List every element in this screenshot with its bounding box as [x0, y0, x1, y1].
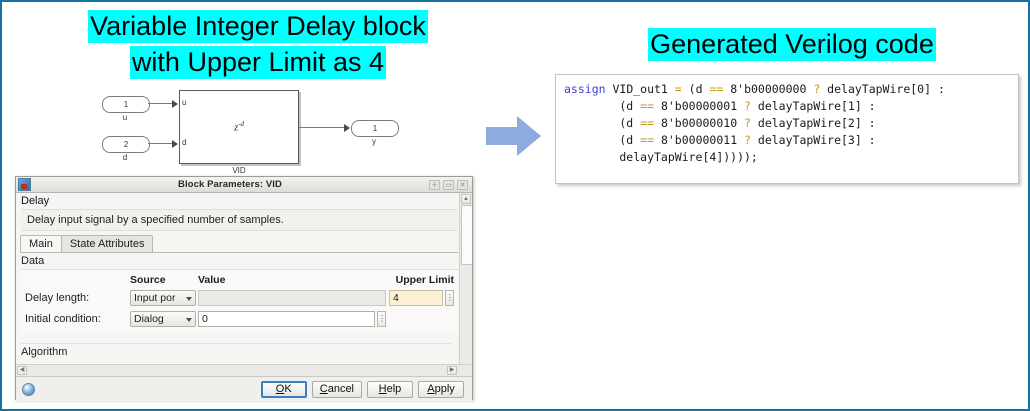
- column-header-source: Source: [130, 273, 166, 286]
- dialog-description: Delay input signal by a specified number…: [21, 209, 458, 231]
- vid-block[interactable]: z-d: [179, 90, 299, 164]
- inport-2-caption: d: [122, 153, 128, 162]
- left-heading-line1: Variable Integer Delay block: [88, 10, 428, 43]
- inport-1[interactable]: 1: [102, 96, 150, 113]
- initial-condition-source-select[interactable]: Dialog: [130, 311, 196, 327]
- dialog-section-title: Delay: [16, 193, 472, 208]
- dialog-horizontal-scrollbar[interactable]: ◀ ▶: [16, 364, 472, 376]
- dialog-title: Block Parameters: VID: [177, 179, 282, 190]
- tab-main[interactable]: Main: [20, 235, 62, 252]
- ok-button[interactable]: OK: [260, 380, 307, 398]
- vid-port-d-label: d: [182, 138, 187, 147]
- row-initial-condition: Initial condition: Dialog 0 ⋮: [25, 309, 454, 329]
- delay-length-source-value: Input por: [134, 292, 176, 304]
- inport-2[interactable]: 2: [102, 136, 150, 153]
- delay-length-label: Delay length:: [25, 292, 90, 304]
- right-heading: Generated Verilog code: [602, 28, 982, 61]
- cancel-button-label: ancel: [327, 382, 354, 395]
- vid-port-u-label: u: [182, 98, 187, 107]
- vertical-scroll-thumb[interactable]: [461, 205, 472, 265]
- window-controls[interactable]: ＋ ▭ ✕: [429, 179, 468, 190]
- apply-button[interactable]: Apply: [418, 380, 464, 398]
- parameters-area: Source Value Upper Limit Delay length: I…: [21, 269, 458, 333]
- delay-length-value-input[interactable]: [198, 290, 386, 306]
- wire-d: [148, 143, 173, 144]
- help-button-label: elp: [386, 382, 402, 395]
- transition-arrow-icon: [486, 116, 541, 156]
- wire-y-arrowhead: [344, 124, 350, 132]
- dialog-tabbar[interactable]: Main State Attributes: [20, 234, 458, 253]
- left-heading: Variable Integer Delay block with Upper …: [38, 10, 478, 79]
- help-info-icon[interactable]: [22, 382, 35, 396]
- initial-condition-source-value: Dialog: [134, 313, 164, 325]
- column-header-upper-limit: Upper Limit: [395, 273, 454, 286]
- dialog-footer: OK Cancel Help Apply: [16, 377, 472, 401]
- scroll-up-icon[interactable]: ▲: [461, 194, 471, 204]
- apply-button-label: pply: [434, 382, 455, 395]
- tab-state-attributes[interactable]: State Attributes: [60, 235, 154, 252]
- scroll-left-icon[interactable]: ◀: [17, 366, 27, 375]
- delay-length-upper-limit-menu-icon[interactable]: ⋮: [445, 290, 454, 306]
- help-button-accel: H: [378, 382, 387, 395]
- outport-1-caption: y: [372, 137, 376, 146]
- verilog-code-panel: assign VID_out1 = (d == 8'b00000000 ? de…: [555, 74, 1019, 184]
- ok-button-label: K: [284, 382, 292, 395]
- dialog-body: Delay Delay input signal by a specified …: [16, 193, 472, 377]
- left-heading-line2: with Upper Limit as 4: [129, 46, 387, 79]
- delay-length-upper-limit-input[interactable]: 4: [389, 290, 443, 306]
- chevron-down-icon: [186, 297, 192, 301]
- wire-u-arrowhead: [172, 100, 178, 108]
- right-heading-text: Generated Verilog code: [648, 28, 936, 61]
- inport-1-caption: u: [122, 113, 128, 122]
- maximize-icon[interactable]: ＋: [429, 179, 440, 190]
- wire-u: [148, 103, 173, 104]
- dialog-titlebar[interactable]: Block Parameters: VID ＋ ▭ ✕: [16, 177, 472, 193]
- dialog-vertical-scrollbar[interactable]: ▲ ▼: [459, 193, 472, 376]
- column-headers: Source Value Upper Limit: [25, 272, 454, 287]
- row-delay-length: Delay length: Input por 4 ⋮: [25, 288, 454, 308]
- algorithm-section-label: Algorithm: [21, 343, 451, 360]
- initial-condition-menu-icon[interactable]: ⋮: [377, 311, 386, 327]
- simulink-block-diagram: 1 u 2 d z-d u d VID 1 y: [102, 88, 399, 180]
- simulink-block-icon: [18, 178, 31, 191]
- outport-1[interactable]: 1: [351, 120, 399, 137]
- close-icon[interactable]: ✕: [457, 179, 468, 190]
- chevron-down-icon: [186, 318, 192, 322]
- dialog-button-group: OK Cancel Help Apply: [260, 380, 464, 398]
- wire-y: [299, 127, 345, 128]
- block-parameters-dialog[interactable]: Block Parameters: VID ＋ ▭ ✕ Delay Delay …: [15, 176, 473, 401]
- wire-d-arrowhead: [172, 140, 178, 148]
- data-group-label: Data: [21, 255, 45, 267]
- restore-icon[interactable]: ▭: [443, 179, 454, 190]
- cancel-button-accel: C: [319, 382, 328, 395]
- delay-length-source-select[interactable]: Input por: [130, 290, 196, 306]
- help-button[interactable]: Help: [367, 380, 413, 398]
- cancel-button[interactable]: Cancel: [311, 380, 362, 398]
- vid-block-symbol: z-d: [233, 120, 245, 134]
- scroll-right-icon[interactable]: ▶: [447, 366, 457, 375]
- initial-condition-value-input[interactable]: 0: [198, 311, 375, 327]
- apply-button-accel: A: [427, 382, 435, 395]
- column-header-value: Value: [198, 273, 226, 286]
- verilog-code-text: assign VID_out1 = (d == 8'b00000000 ? de…: [564, 82, 945, 164]
- vid-block-name: VID: [232, 166, 246, 175]
- ok-button-accel: O: [275, 382, 285, 395]
- initial-condition-label: Initial condition:: [25, 313, 101, 325]
